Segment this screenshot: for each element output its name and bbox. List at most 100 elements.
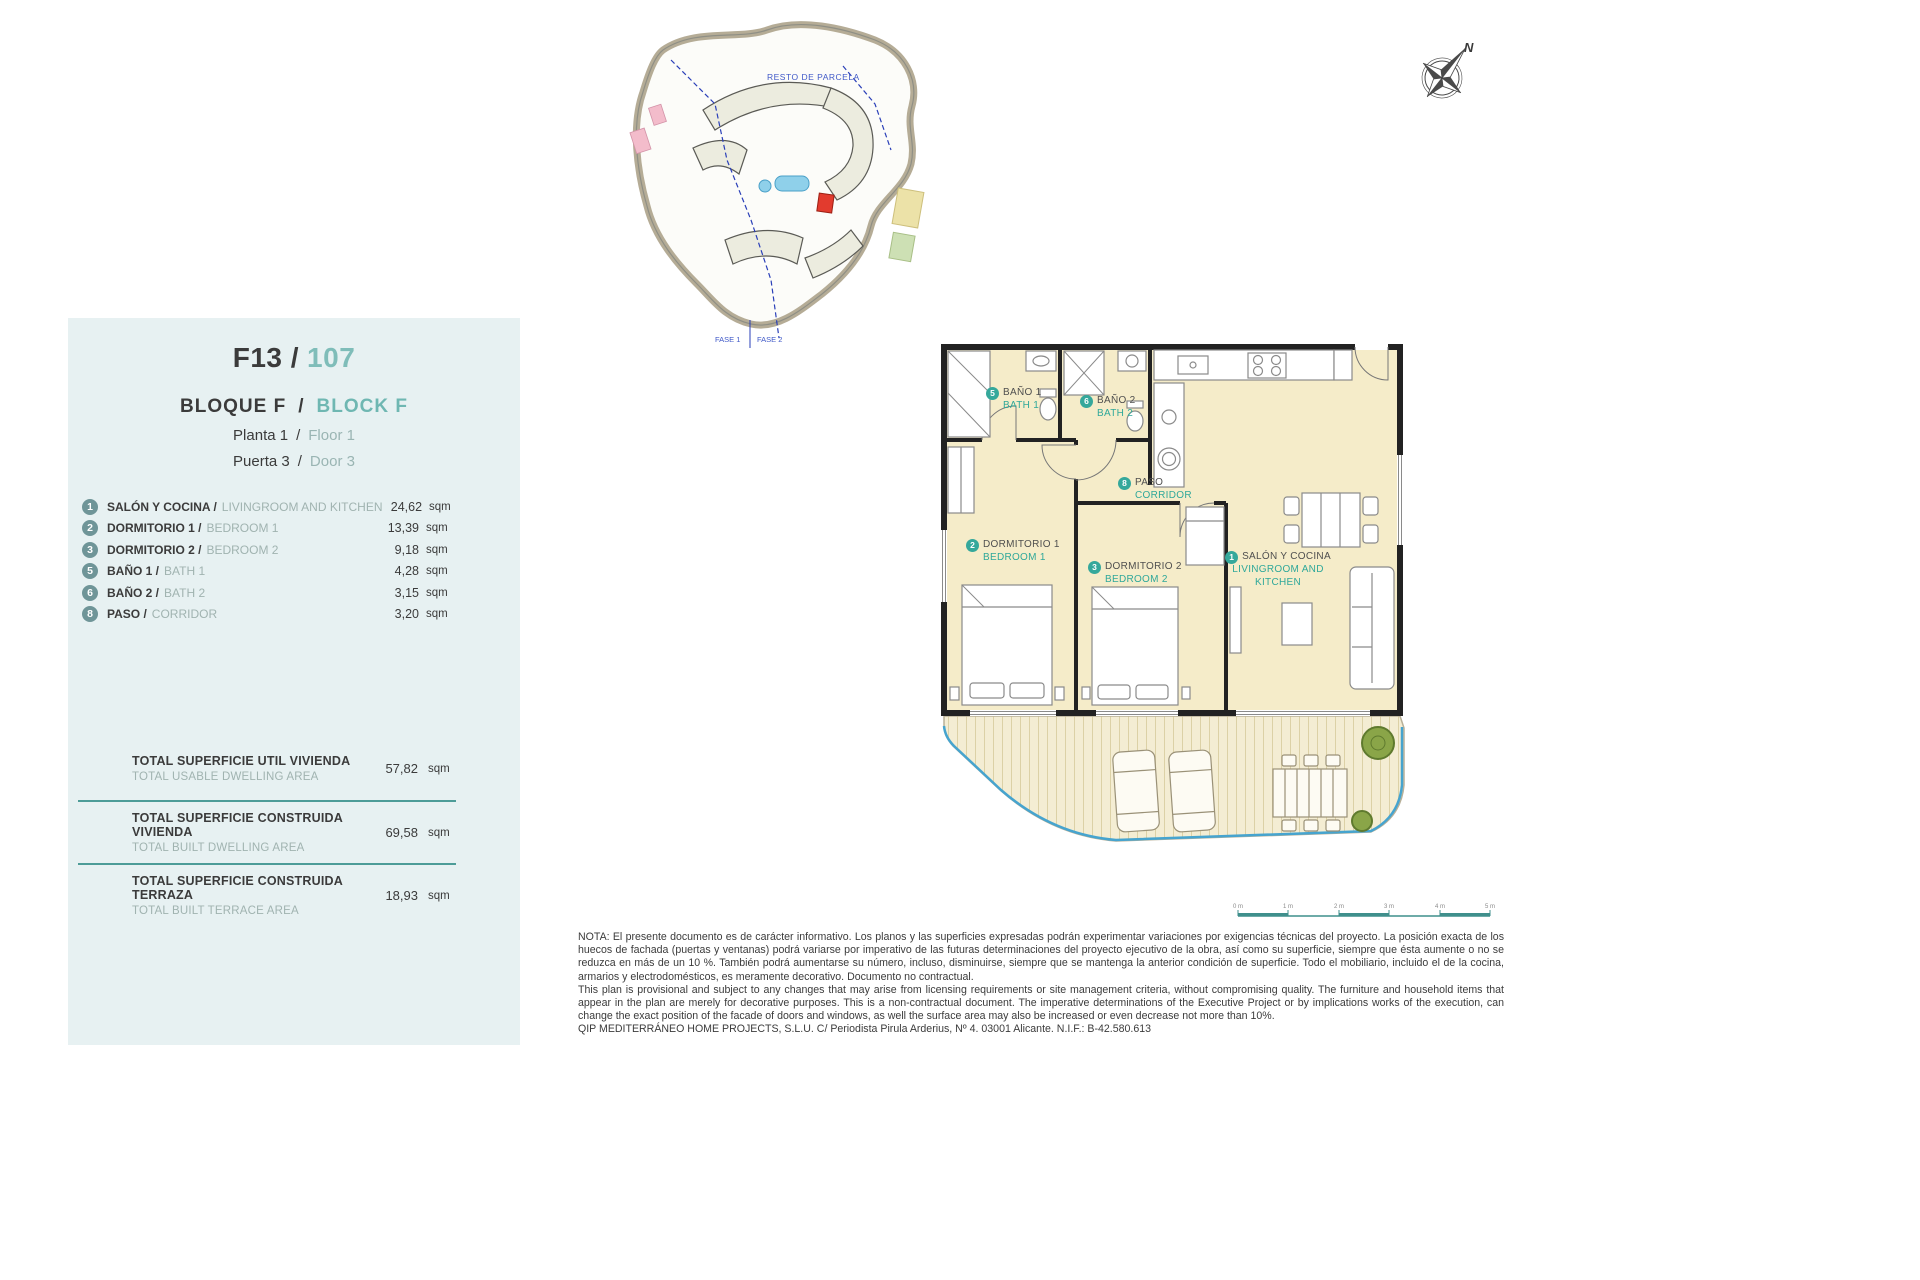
north-label: N	[1464, 40, 1474, 55]
bedroom2-furniture	[1081, 506, 1225, 706]
room-name-es: BAÑO 2 /	[107, 585, 160, 600]
total-value: 18,93	[385, 888, 418, 903]
pillow	[1097, 684, 1131, 700]
toilet-tank	[1039, 388, 1057, 398]
plan-room-name-es: PASO	[1135, 477, 1164, 489]
fase1-label: FASE 1	[715, 335, 740, 344]
terrace-sliding-doors	[970, 710, 1370, 716]
shower	[947, 350, 991, 438]
kitchen-counter	[1153, 349, 1335, 381]
room-number-badge: 2	[82, 520, 98, 537]
room-number-badge: 1	[1225, 551, 1239, 564]
parcel-road-edge	[632, 21, 918, 329]
sun-lounger	[1168, 749, 1216, 833]
plan-label-bath2: 6 BAÑO 2 BATH 2	[1080, 395, 1135, 421]
yellow-zone	[891, 187, 925, 229]
room-number-badge: 5	[986, 387, 999, 400]
living-furniture	[1229, 492, 1395, 690]
door-en: Door 3	[309, 453, 355, 470]
room-number-badge: 8	[1118, 477, 1131, 490]
toilet-tank	[1126, 400, 1144, 409]
unit-code: F13 /	[232, 342, 300, 373]
bedroom1-furniture	[947, 446, 1065, 706]
room-name-en: BEDROOM 1	[206, 521, 279, 536]
floor-plan-drawing	[941, 344, 1405, 842]
total-label-en: TOTAL USABLE DWELLING AREA	[132, 771, 319, 783]
info-panel: F13 /107 BLOQUE F/BLOCK F Planta 1/Floor…	[68, 318, 520, 1045]
company-info: QIP MEDITERRÁNEO HOME PROJECTS, S.L.U. C…	[578, 1023, 1152, 1036]
room-number-badge: 6	[1080, 395, 1093, 408]
pool	[774, 175, 810, 192]
chair	[1283, 524, 1300, 544]
block-line: BLOQUE F/BLOCK F	[68, 396, 520, 418]
windows	[941, 455, 1403, 602]
plan-room-name-en: BATH 2	[1097, 408, 1134, 419]
plan-room-name-en: BEDROOM 2	[1105, 574, 1168, 585]
room-name-es: DORMITORIO 2 /	[107, 542, 202, 557]
room-name-es: BAÑO 1 /	[107, 564, 160, 579]
parcel-outline	[635, 24, 915, 326]
block-name-en: BLOCK F	[316, 396, 408, 417]
bathroom-fixtures	[947, 350, 1147, 438]
total-label-en: TOTAL BUILT DWELLING AREA	[132, 842, 305, 854]
toilet-bowl	[1126, 410, 1144, 432]
unit-title: F13 /107	[68, 342, 520, 374]
plan-room-name-en: BATH 1	[1003, 400, 1040, 411]
scale-tick-label: 0 m	[1233, 904, 1243, 910]
room-name-en: BATH 1	[164, 564, 206, 579]
chair	[1283, 496, 1300, 516]
room-row-bath1: 5 BAÑO 1 / BATH 1 4,28 sqm	[82, 561, 456, 583]
coffee-table	[1281, 602, 1313, 646]
room-area-unit: sqm	[426, 608, 448, 621]
green-zone	[888, 231, 916, 263]
room-number-badge: 3	[82, 541, 98, 558]
total-unit: sqm	[428, 889, 450, 902]
room-name-es: PASO /	[107, 607, 147, 622]
nightstand	[949, 686, 960, 701]
room-area-value: 3,20	[394, 607, 419, 622]
chair	[1362, 496, 1379, 516]
interior-walls	[944, 347, 1228, 713]
floor-es: Planta 1	[233, 427, 289, 444]
outdoor-dining-table	[1272, 754, 1348, 832]
door-separator: /	[297, 453, 302, 470]
plant-icons	[1351, 726, 1395, 832]
terrace-furniture	[1112, 749, 1348, 833]
tall-unit	[1333, 349, 1353, 381]
hob	[1247, 352, 1287, 379]
room-area-unit: sqm	[429, 500, 451, 513]
scale-tick-label: 5 m	[1485, 904, 1495, 910]
room-area-unit: sqm	[426, 565, 448, 578]
side-counter	[1153, 382, 1185, 488]
scale-bar: 0 m 1 m 2 m 3 m 4 m 5 m	[1232, 902, 1500, 922]
total-usable-area: TOTAL SUPERFICIE UTIL VIVIENDA TOTAL USA…	[78, 737, 456, 800]
north-compass-icon: N	[1406, 36, 1480, 116]
room-number-badge: 2	[966, 539, 979, 552]
scale-tick-label: 4 m	[1435, 904, 1445, 910]
room-area-value: 3,15	[394, 585, 419, 600]
plan-room-name-es: DORMITORIO 2	[1105, 561, 1182, 573]
totals-section: TOTAL SUPERFICIE UTIL VIVIENDA TOTAL USA…	[78, 737, 456, 926]
pillow	[969, 682, 1005, 699]
kitchen-sink	[1177, 355, 1209, 375]
fase2-label: FASE 2	[757, 335, 782, 344]
floor-line: Planta 1/Floor 1	[68, 427, 520, 444]
door-line: Puerta 3/Door 3	[68, 453, 520, 470]
pillow	[1009, 682, 1045, 699]
room-row-bedroom2: 3 DORMITORIO 2 / BEDROOM 2 9,18 sqm	[82, 539, 456, 561]
nightstand	[1054, 686, 1065, 701]
plan-room-name-es: BAÑO 2	[1097, 395, 1136, 407]
nightstand	[1181, 686, 1191, 700]
room-number-badge: 8	[82, 606, 98, 623]
unit-number: 107	[307, 342, 356, 373]
toilet-bowl	[1039, 397, 1057, 421]
room-area-list: 1 SALÓN Y COCINA / LIVINGROOM AND KITCHE…	[82, 496, 456, 625]
note-english: This plan is provisional and subject to …	[578, 983, 1504, 1023]
scale-tick-label: 2 m	[1334, 904, 1344, 910]
plan-room-name-en: BEDROOM 1	[983, 552, 1046, 563]
